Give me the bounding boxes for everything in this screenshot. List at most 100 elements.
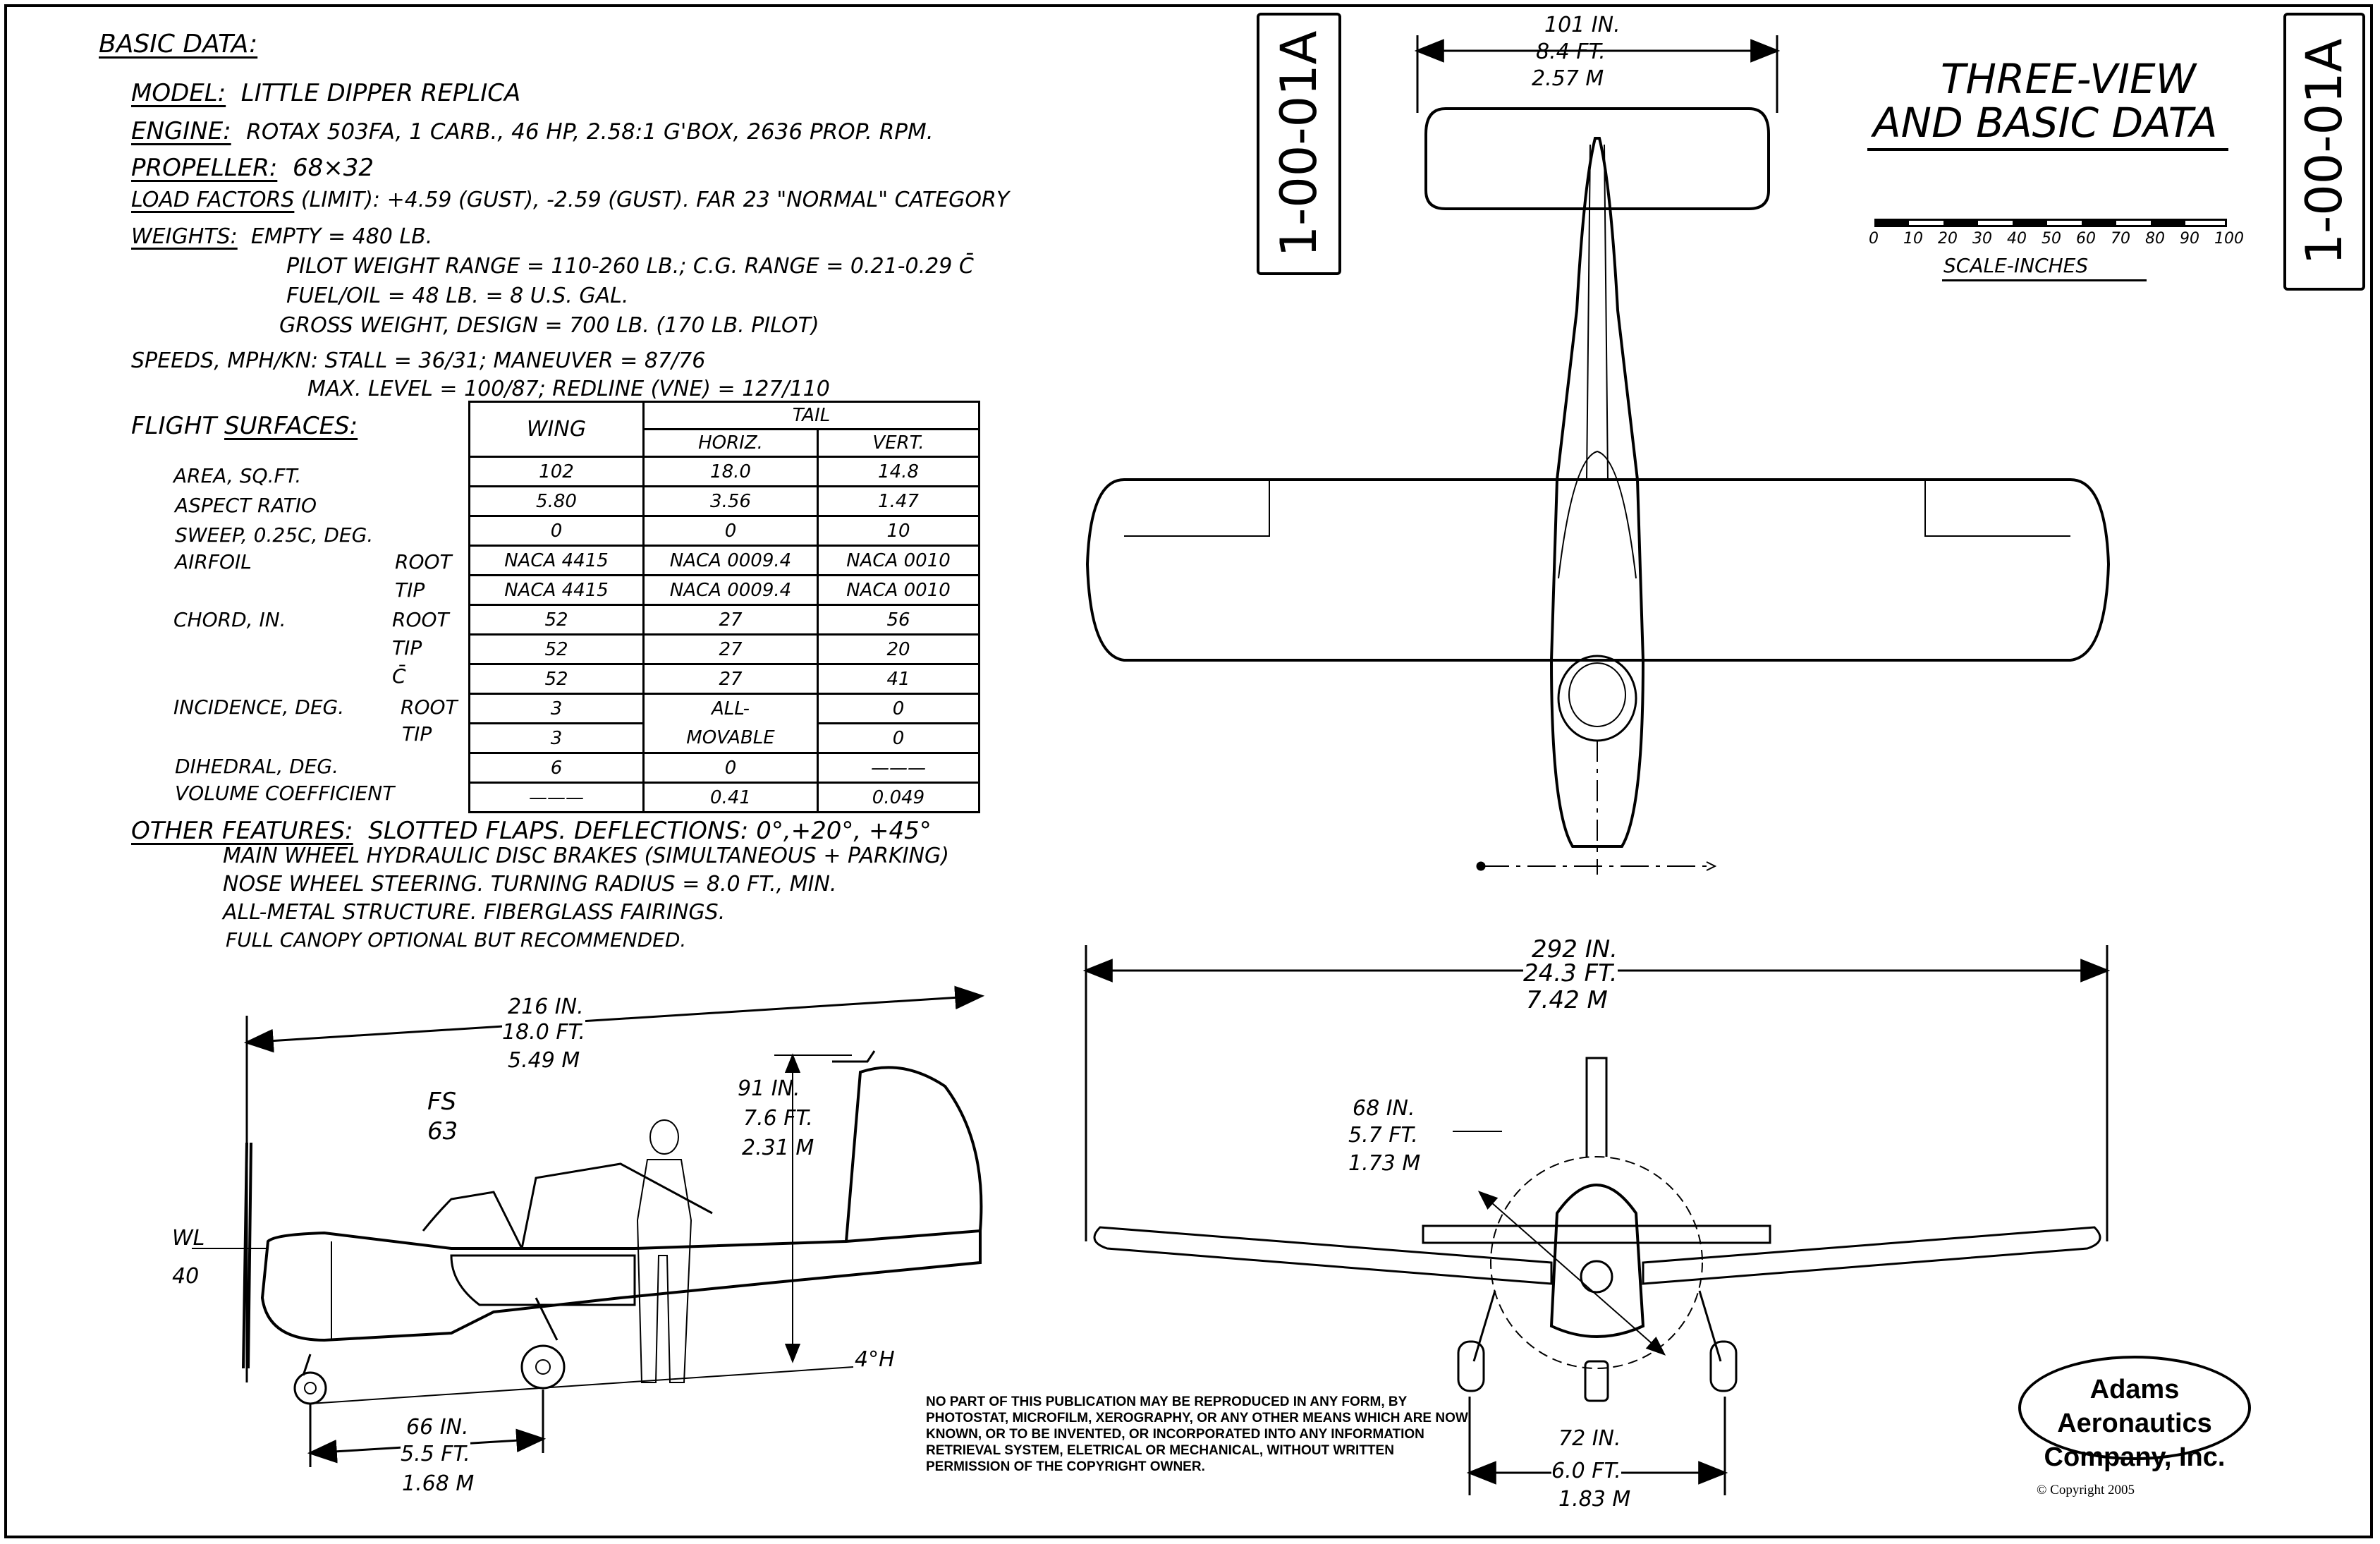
drawing-number-box-right: 1-00-01A [2283,13,2365,291]
surface-row-label: INCIDENCE, DEG. [173,695,345,719]
scale-tick-label: 10 [1903,230,1923,248]
scale-tick-label: 40 [2007,230,2027,248]
height-in: 91 IN. [738,1076,800,1101]
length-m: 5.49 M [508,1048,580,1073]
engine-value: ROTAX 503FA, 1 CARB., 46 HP, 2.58:1 G'BO… [246,119,934,145]
table-cell: 1.47 [817,485,980,517]
table-cell: 0 [817,693,980,724]
table-cell: 3.56 [642,485,819,517]
scale-tick-label: 30 [1972,230,1992,248]
tail-span-m: 2.57 M [1532,66,1604,91]
surface-row-label: TIP [392,636,422,659]
title-line-1: THREE-VIEW [1941,55,2196,103]
flight-surfaces-prefix: FLIGHT [131,412,225,440]
prop-in: 68 IN. [1353,1096,1415,1121]
fs-label: FS [427,1088,457,1116]
col-tail: TAIL [642,401,980,430]
scale-label: SCALE-INCHES [1943,254,2089,277]
table-cell: ——— [817,752,980,784]
surface-row-label: ROOT [395,550,452,573]
speeds-line-2: MAX. LEVEL = 100/87; REDLINE (VNE) = 127… [307,377,830,401]
table-cell: 6 [468,752,645,784]
features-line-4: ALL-METAL STRUCTURE. FIBERGLASS FAIRINGS… [223,900,726,925]
table-cell: 3 [468,693,645,724]
drawing-border [4,4,2373,1538]
scale-bar-segment [2013,219,2047,227]
prop-m: 1.73 M [1348,1151,1421,1176]
wheelbase-m: 1.68 M [402,1471,475,1496]
table-cell: 14.8 [817,456,980,487]
engine-line: ENGINE: ROTAX 503FA, 1 CARB., 46 HP, 2.5… [131,117,934,145]
title-underline [1867,148,2228,151]
track-in: 72 IN. [1558,1426,1621,1451]
table-cell: 0 [642,515,819,547]
scale-tick-label: 90 [2180,230,2199,248]
table-cell: 56 [817,604,980,636]
table-cell: NACA 0010 [817,574,980,606]
features-line-5: FULL CANOPY OPTIONAL BUT RECOMMENDED. [226,928,687,952]
table-cell: NACA 0009.4 [642,574,819,606]
wl-value: 40 [172,1264,200,1289]
table-cell: 0.41 [642,782,819,813]
table-cell: 102 [468,456,645,487]
wingspan-in: 292 IN. [1532,935,1618,964]
length-ft: 18.0 FT. [502,1020,585,1045]
table-cell: NACA 4415 [468,545,645,576]
table-cell: 41 [817,663,980,695]
table-cell: MOVABLE [642,723,819,754]
surface-row-label: ROOT [392,608,449,631]
copyright-notice: NO PART OF THIS PUBLICATION MAY BE REPRO… [926,1394,1468,1474]
propeller-label: PROPELLER: [131,154,278,182]
surface-row-label: SWEEP, 0.25C, DEG. [175,523,374,547]
company-logo: Adams Aeronautics Company, Inc. [2018,1356,2251,1472]
table-cell: 0 [817,722,980,754]
surface-row-label: C̄ [392,664,406,688]
propeller-value: 68×32 [292,154,374,182]
weights-fuel: FUEL/OIL = 48 LB. = 8 U.S. GAL. [286,284,629,308]
weights-label: WEIGHTS: [131,224,238,249]
features-line-1: OTHER FEATURES: SLOTTED FLAPS. DEFLECTIO… [131,817,932,845]
track-ft: 6.0 FT. [1551,1459,1621,1483]
surface-row-label: TIP [395,578,425,602]
table-cell: 52 [468,633,645,665]
tail-span-in: 101 IN. [1544,13,1621,37]
side-view [192,985,985,1467]
speeds-line-1: SPEEDS, MPH/KN: STALL = 36/31; MANEUVER … [131,348,706,373]
surface-row-label: VOLUME COEFFICIENT [175,782,395,805]
table-cell: NACA 0009.4 [642,545,819,576]
table-cell: 3 [468,722,645,754]
prop-ft: 5.7 FT. [1348,1123,1418,1148]
load-factors-label: LOAD FACTORS [131,188,295,212]
flight-surfaces-heading: FLIGHT SURFACES: [131,412,358,440]
table-cell: NACA 0010 [817,545,980,576]
table-cell: 5.80 [468,485,645,517]
surface-row-label: TIP [402,722,432,746]
scale-tick-label: 50 [2042,230,2061,248]
col-wing: WING [468,401,645,458]
surface-row-label: CHORD, IN. [173,608,286,631]
table-cell: 52 [468,663,645,695]
col-vert: VERT. [817,428,980,458]
weights-empty: EMPTY = 480 LB. [250,224,433,249]
weights-line: WEIGHTS: EMPTY = 480 LB. [131,224,432,249]
table-cell: 27 [642,604,819,636]
features-flaps: SLOTTED FLAPS. DEFLECTIONS: 0°,+20°, +45… [368,817,932,845]
scale-label-underline [1942,279,2147,281]
col-horiz: HORIZ. [642,428,819,458]
model-value: LITTLE DIPPER REPLICA [240,79,521,107]
drawing-number-box-center: 1-00-01A [1257,13,1341,275]
surface-row-label: AREA, SQ.FT. [173,464,302,487]
scale-bar-segment [2151,219,2185,227]
scale-tick-label: 100 [2214,230,2244,248]
table-cell: 27 [642,663,819,695]
surface-row-label: ROOT [401,695,458,719]
table-cell: 10 [817,515,980,547]
